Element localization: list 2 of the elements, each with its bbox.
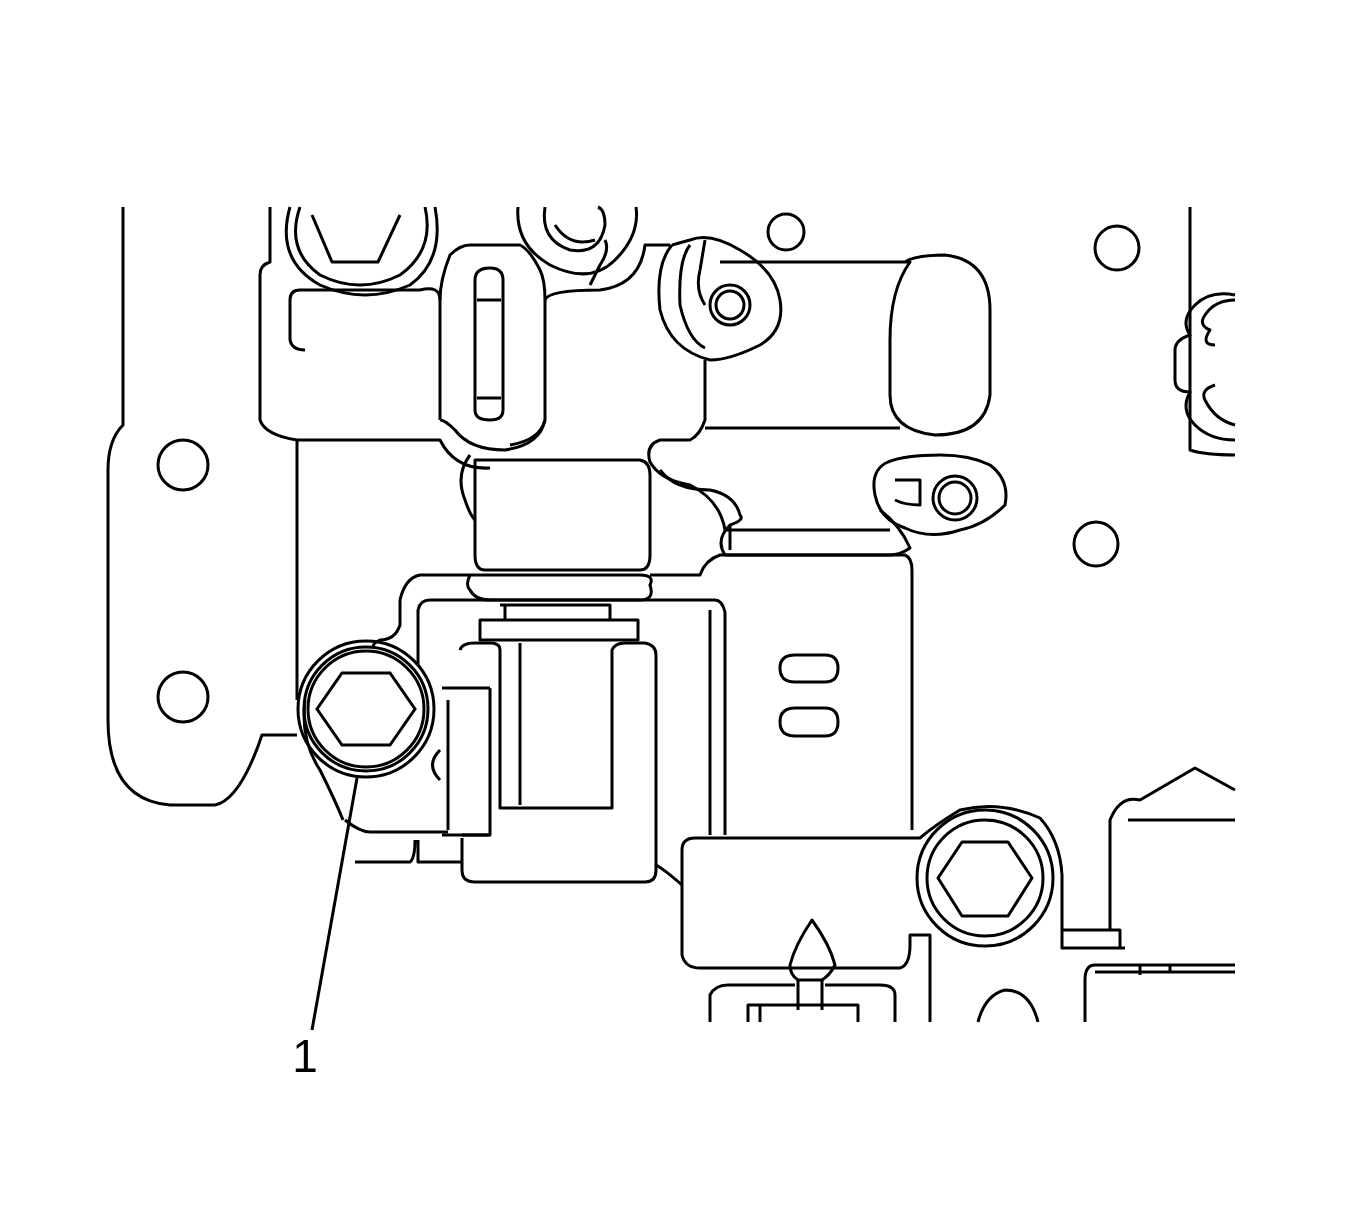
callout-number: 1 [285,1033,325,1079]
leader-line [310,777,359,1031]
